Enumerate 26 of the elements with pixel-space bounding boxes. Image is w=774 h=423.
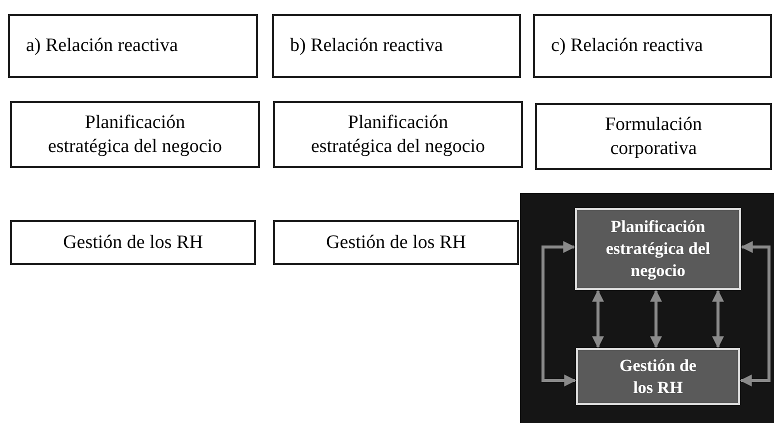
box-text: c) Relación reactiva: [551, 34, 703, 58]
double-arrow: [542, 241, 576, 386]
text-box: [273, 220, 519, 265]
text-box: [10, 220, 256, 265]
box-text: Planificación estratégica del negocio: [46, 110, 224, 158]
double-arrow: [740, 241, 770, 386]
box-text: b) Relación reactiva: [290, 34, 443, 58]
box-text: Formulación corporativa: [604, 112, 704, 160]
text-box: [535, 103, 772, 170]
text-box: [576, 348, 740, 405]
box-text: Gestión de los RH: [326, 230, 466, 254]
text-box: [10, 101, 260, 168]
text-box: [575, 208, 741, 290]
box-text: Gestión de los RH: [63, 230, 203, 254]
text-box: [272, 14, 521, 78]
double-arrow: [712, 290, 724, 348]
text-box: [533, 14, 772, 78]
box-text: a) Relación reactiva: [26, 34, 178, 58]
box-text: Planificación estratégica del negocio: [310, 110, 486, 158]
box-text: Planificación estratégica del negocio: [604, 216, 712, 282]
text-box: [8, 14, 258, 78]
text-box: [273, 101, 523, 168]
double-arrow: [592, 290, 604, 348]
diagram-panel: [520, 193, 774, 423]
double-arrow: [650, 290, 662, 348]
box-text: Gestión de los RH: [618, 354, 698, 398]
